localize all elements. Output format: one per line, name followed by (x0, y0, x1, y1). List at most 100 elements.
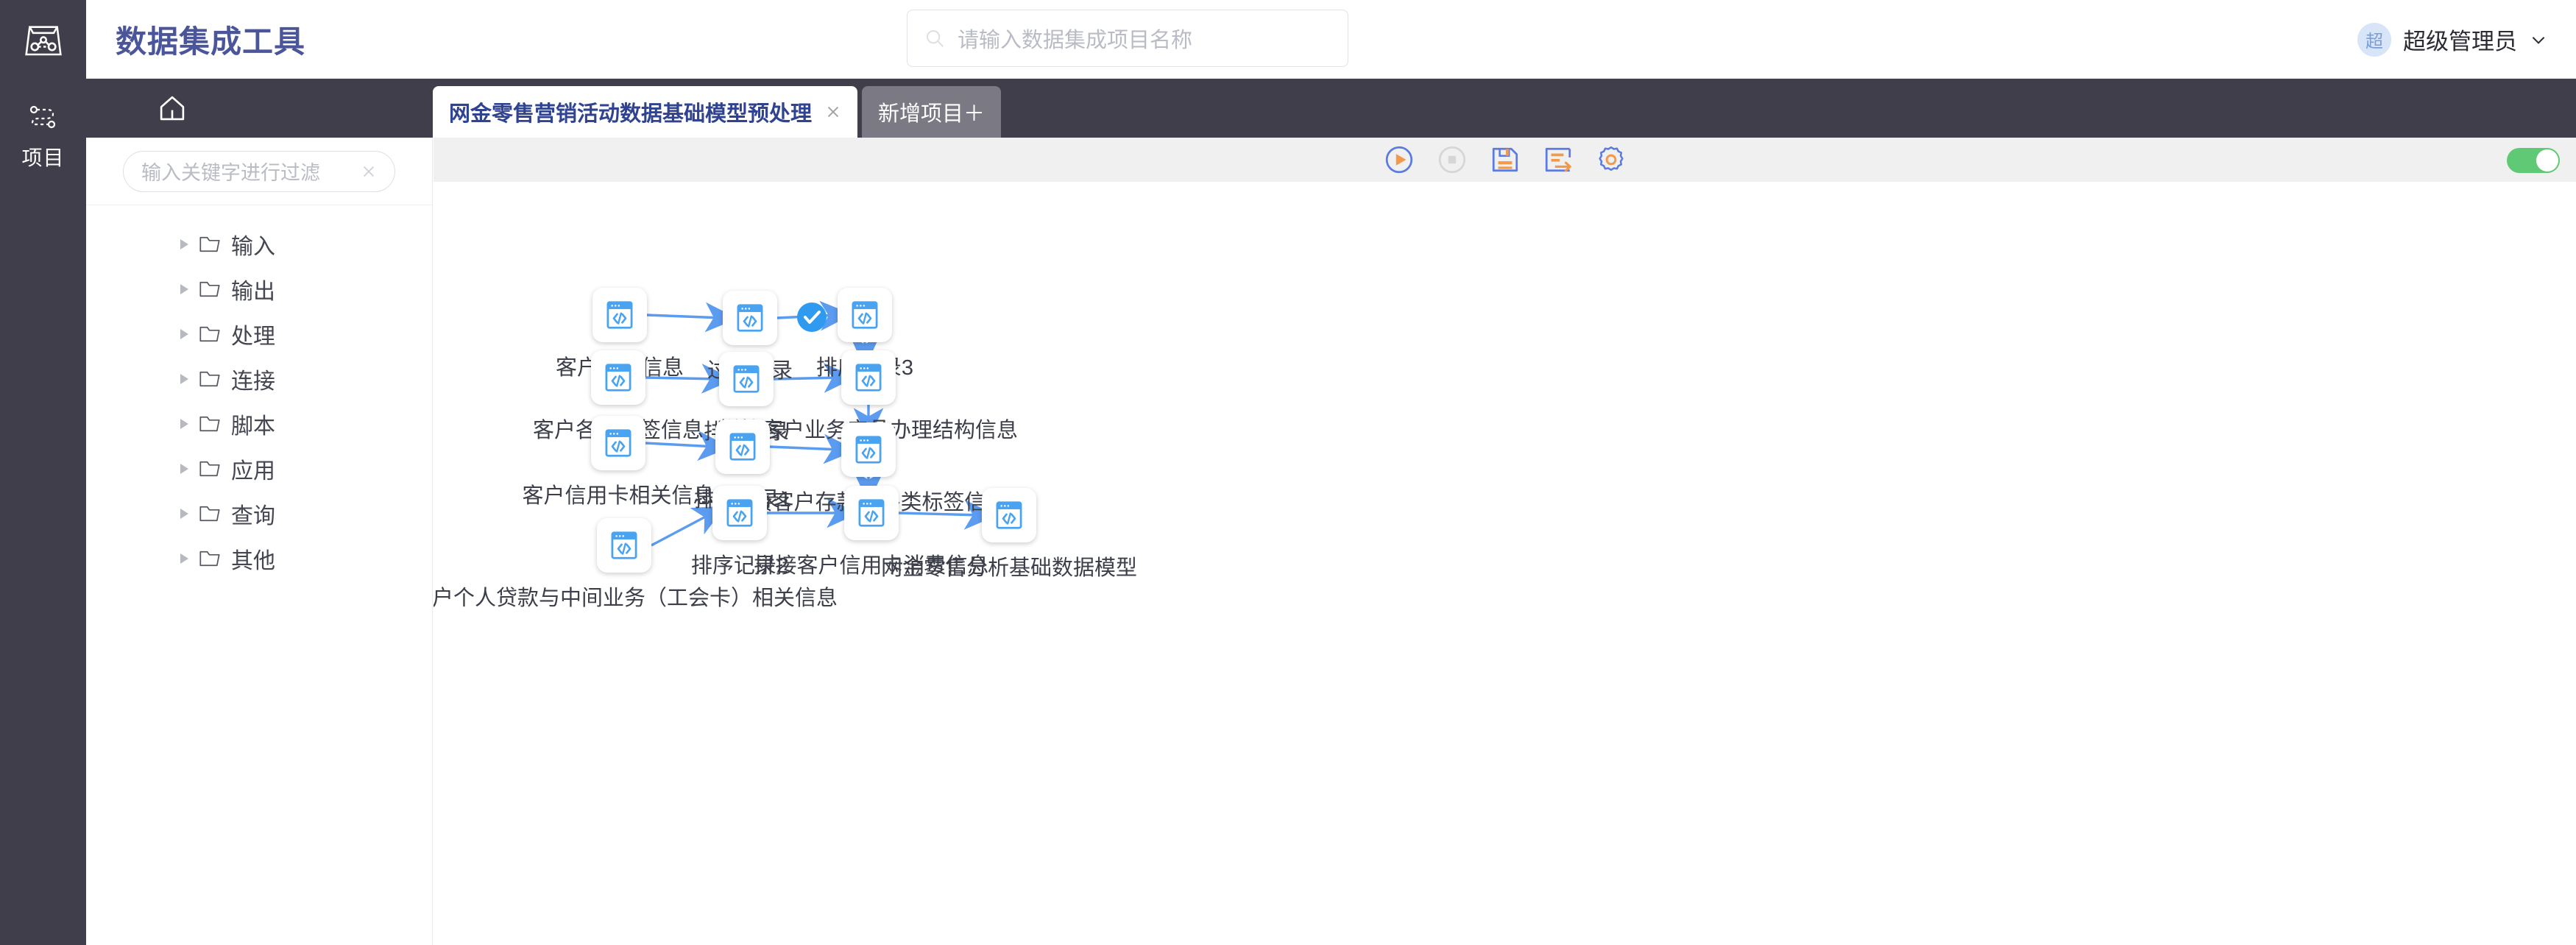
home-icon (160, 96, 184, 121)
search-input[interactable]: 请输入数据集成项目名称 (907, 10, 1348, 67)
chevron-right-icon[interactable] (180, 238, 188, 249)
node-card[interactable] (841, 422, 896, 477)
code-window-icon (605, 364, 631, 392)
tree-item-query[interactable]: 查询 (86, 491, 432, 536)
tree-item-other[interactable]: 其他 (86, 536, 432, 581)
user-name: 超级管理员 (2403, 29, 2517, 54)
node-card[interactable] (982, 488, 1036, 542)
tab-new-project[interactable]: 新增项目＋ (862, 86, 1002, 138)
code-window-icon (729, 433, 756, 461)
node-card[interactable] (591, 416, 645, 470)
canvas-toggle[interactable] (2507, 148, 2560, 173)
chevron-right-icon[interactable] (180, 553, 188, 564)
tree-item-label: 查询 (231, 503, 275, 528)
chevron-right-icon[interactable] (180, 463, 188, 474)
chevron-down-icon (2532, 36, 2545, 44)
folder-icon (199, 236, 220, 252)
tree-item-label: 输出 (231, 279, 275, 304)
folder-icon (199, 281, 220, 297)
node-card[interactable] (592, 288, 647, 342)
tree-item-application[interactable]: 应用 (86, 446, 432, 491)
code-window-icon (606, 301, 633, 329)
tree: 输入 输出 处理 连接 (86, 205, 432, 581)
chevron-right-icon[interactable] (180, 418, 188, 429)
code-window-icon (611, 531, 637, 559)
node-label: 拼接客户信用卡消费信息 (754, 554, 989, 578)
export-button[interactable] (1543, 144, 1574, 175)
tree-item-label: 处理 (231, 324, 275, 349)
node-label: 排序记录2 (690, 554, 789, 578)
app-logo[interactable] (0, 0, 86, 79)
tree-item-label: 输入 (231, 234, 275, 259)
chevron-right-icon[interactable] (180, 328, 188, 339)
node-card[interactable] (597, 518, 651, 573)
code-window-icon (737, 304, 763, 332)
run-button[interactable] (1384, 144, 1415, 175)
page-title: 数据集成工具 (116, 24, 306, 59)
tree-item-output[interactable]: 输出 (86, 266, 432, 311)
search-container: 请输入数据集成项目名称 (907, 10, 1348, 67)
node-card[interactable] (838, 288, 892, 342)
canvas-toolbar (434, 138, 2576, 182)
folder-icon (199, 326, 220, 341)
tree-item-label: 连接 (231, 369, 275, 394)
component-tree-panel: 输入关键字进行过滤 输入 输出 (86, 138, 433, 945)
tab-strip: 网金零售营销活动数据基础模型预处理 新增项目＋ (433, 86, 1002, 138)
code-window-icon (852, 301, 878, 329)
filter-row: 输入关键字进行过滤 (86, 138, 432, 205)
node-card[interactable] (719, 352, 774, 406)
node-card[interactable] (723, 291, 777, 345)
folder-icon (199, 371, 220, 386)
close-icon[interactable] (361, 163, 377, 180)
chevron-right-icon[interactable] (180, 373, 188, 384)
node-card[interactable] (844, 486, 899, 540)
node-label: 网金零售分析基础数据模型 (880, 556, 1138, 580)
code-window-icon (605, 429, 631, 457)
search-icon (926, 29, 944, 48)
tab-project-active[interactable]: 网金零售营销活动数据基础模型预处理 (433, 86, 858, 138)
toolbar-buttons (1384, 144, 1627, 175)
rail-label: 项目 (21, 146, 65, 169)
flow-nodes-icon (30, 105, 56, 129)
code-window-icon (855, 436, 882, 464)
tree-item-label: 脚本 (231, 414, 275, 439)
tree-item-label: 应用 (231, 459, 275, 484)
search-placeholder: 请输入数据集成项目名称 (958, 29, 1193, 52)
tab-label: 新增项目＋ (878, 102, 986, 126)
code-window-icon (858, 499, 885, 527)
tree-item-connection[interactable]: 连接 (86, 356, 432, 401)
tab-label: 网金零售营销活动数据基础模型预处理 (449, 102, 813, 126)
code-window-icon (996, 501, 1022, 529)
avatar: 超 (2357, 22, 2391, 57)
folder-icon (199, 461, 220, 476)
code-window-icon (733, 365, 760, 393)
left-rail: 项目 (0, 79, 86, 945)
save-button[interactable] (1490, 144, 1521, 175)
flow-canvas[interactable]: 客户基础信息 过滤记录 (434, 182, 2576, 945)
code-window-icon (855, 364, 882, 392)
folder-icon (199, 551, 220, 566)
sidebar-item-projects[interactable]: 项目 (21, 99, 64, 171)
chevron-right-icon[interactable] (180, 283, 188, 294)
tree-item-script[interactable]: 脚本 (86, 401, 432, 446)
folder-icon (199, 506, 220, 521)
flow-edges (645, 300, 997, 547)
settings-button[interactable] (1596, 144, 1627, 175)
node-card[interactable] (841, 350, 896, 405)
node-card[interactable] (712, 486, 767, 540)
home-button[interactable] (86, 79, 258, 138)
node-label: 客户个人贷款与中间业务（工会卡）相关信息 (434, 587, 838, 610)
node-label: 客户信用卡相关信息 (522, 484, 715, 508)
node-card[interactable] (591, 350, 645, 405)
stop-button[interactable] (1437, 144, 1468, 175)
tree-item-input[interactable]: 输入 (86, 222, 432, 266)
status-check-badge (797, 302, 827, 332)
chevron-right-icon[interactable] (180, 508, 188, 519)
folder-icon (199, 416, 220, 431)
close-icon[interactable] (825, 104, 841, 120)
node-card[interactable] (715, 420, 770, 474)
user-menu[interactable]: 超 超级管理员 (2357, 0, 2548, 79)
filter-input[interactable]: 输入关键字进行过滤 (123, 150, 395, 192)
filter-placeholder: 输入关键字进行过滤 (141, 162, 320, 184)
tree-item-process[interactable]: 处理 (86, 311, 432, 356)
